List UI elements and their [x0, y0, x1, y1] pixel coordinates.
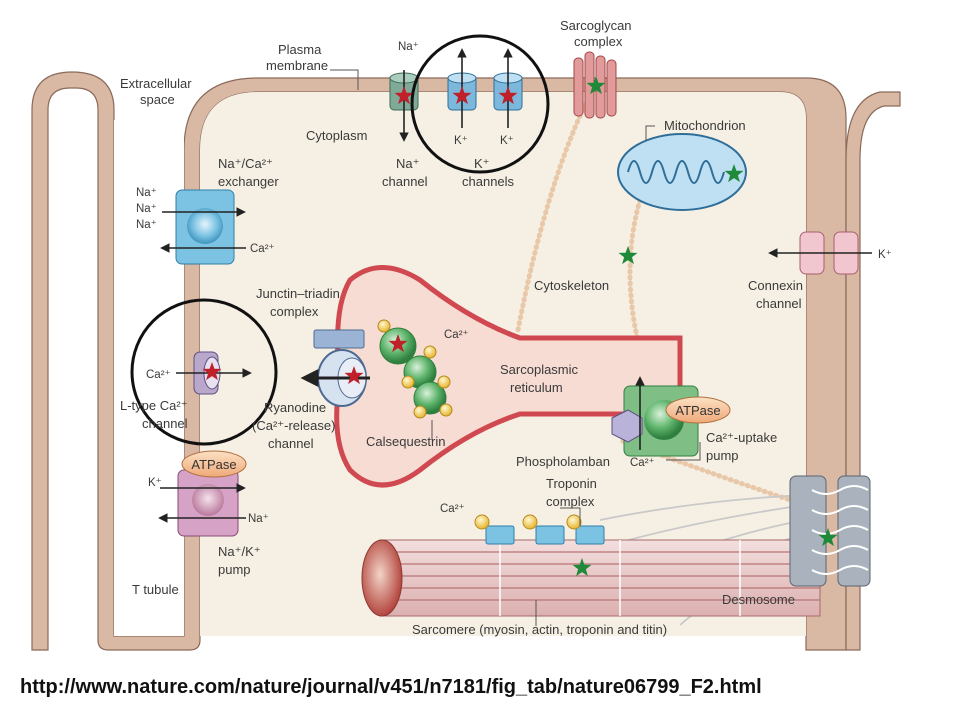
uptake-label-2: pump [706, 448, 739, 463]
na-channel-label-2: channel [382, 174, 428, 189]
nak-k-ion: K⁺ [148, 477, 162, 489]
connexin-label-1: Connexin [748, 278, 803, 293]
uptake-label-1: Ca²⁺-uptake [706, 430, 777, 445]
troponin-ca: Ca²⁺ [440, 503, 465, 515]
highlight-circle-k-channels [410, 34, 550, 174]
phospholamban-label: Phospholamban [516, 454, 610, 469]
extracellular-label-1: Extracellular [120, 76, 192, 91]
sarcomere [361, 539, 821, 617]
exchanger-na-2: Na⁺ [136, 203, 157, 215]
mitochondrion-label: Mitochondrion [664, 118, 746, 133]
plasma-label-2: membrane [266, 58, 328, 73]
ltype-label-2: channel [142, 416, 188, 431]
connexin-k-ion: K⁺ [878, 249, 892, 261]
red-star [202, 362, 222, 381]
cytoplasm-label: Cytoplasm [306, 128, 367, 143]
k-channels-label-2: channels [462, 174, 515, 189]
plasma-label-1: Plasma [278, 42, 322, 57]
k-ion-label-2: K⁺ [500, 135, 514, 147]
sarcoglycan-label-1: Sarcoglycan [560, 18, 632, 33]
atpase-label-serca: ATPase [675, 403, 720, 418]
extracellular-label-2: space [140, 92, 175, 107]
k-channels-label-1: K⁺ [474, 156, 490, 171]
green-star [818, 528, 838, 547]
sarcoplasmic-label-1: Sarcoplasmic [500, 362, 579, 377]
exchanger-na-3: Na⁺ [136, 219, 157, 231]
green-star [724, 164, 744, 183]
red-star [498, 86, 518, 105]
red-star [344, 366, 364, 385]
source-url-caption: http://www.nature.com/nature/journal/v45… [20, 676, 762, 698]
exchanger-ca: Ca²⁺ [250, 243, 275, 255]
k-ion-label-1: K⁺ [454, 135, 468, 147]
junctin-label-2: complex [270, 304, 319, 319]
red-star [388, 334, 408, 353]
sarcomere-label: Sarcomere (myosin, actin, troponin and t… [412, 622, 667, 637]
ryanodine-label-1: Ryanodine [264, 400, 326, 415]
junctin-label-1: Junctin–triadin [256, 286, 340, 301]
green-star [618, 246, 638, 265]
desmosome-label: Desmosome [722, 592, 795, 607]
mutation-stars [202, 76, 838, 577]
atpase-label-nak: ATPase [191, 457, 236, 472]
red-star [394, 86, 414, 105]
sarcoglycan-label-2: complex [574, 34, 623, 49]
nak-label-1: Na⁺/K⁺ [218, 544, 261, 559]
exchanger-label-1: Na⁺/Ca²⁺ [218, 156, 273, 171]
t-tubule-lumen [114, 120, 184, 636]
calsequestrin-label: Calsequestrin [366, 434, 446, 449]
text-labels: Extracellular space Plasma membrane Cyto… [120, 18, 892, 637]
troponin-label-1: Troponin [546, 476, 597, 491]
ttubule-label: T tubule [132, 582, 179, 597]
atpase-pill-serca: ATPase [665, 396, 731, 424]
red-star [452, 86, 472, 105]
troponin-complex [474, 514, 605, 545]
ryanodine-label-2: (Ca²⁺-release) [252, 418, 335, 433]
na-k-pump [158, 469, 246, 537]
sarcoplasmic-label-2: reticulum [510, 380, 563, 395]
green-star [572, 558, 592, 577]
ltype-ca-ion: Ca²⁺ [146, 369, 171, 381]
cytoskeleton-label: Cytoskeleton [534, 278, 609, 293]
phospholamban-ca: Ca²⁺ [630, 457, 655, 469]
na-channel-ion-top: Na⁺ [398, 41, 419, 53]
connexin-label-2: channel [756, 296, 802, 311]
exchanger-na-1: Na⁺ [136, 187, 157, 199]
mitochondrion [617, 133, 747, 211]
ryanodine-label-3: channel [268, 436, 314, 451]
leader-lines [330, 69, 701, 626]
troponin-label-2: complex [546, 494, 595, 509]
nak-na-ion: Na⁺ [248, 513, 269, 525]
desmosome [789, 475, 871, 587]
highlight-circle-l-type [130, 298, 278, 446]
calsequestrin-ca: Ca²⁺ [444, 329, 469, 341]
exchanger-label-2: exchanger [218, 174, 279, 189]
nak-label-2: pump [218, 562, 251, 577]
atpase-pill-nak: ATPase [181, 450, 247, 478]
na-channel-label-1: Na⁺ [396, 156, 419, 171]
ltype-label-1: L-type Ca²⁺ [120, 398, 188, 413]
connexin-channel [768, 231, 872, 275]
na-ca-exchanger [160, 189, 246, 265]
green-star [586, 76, 606, 95]
